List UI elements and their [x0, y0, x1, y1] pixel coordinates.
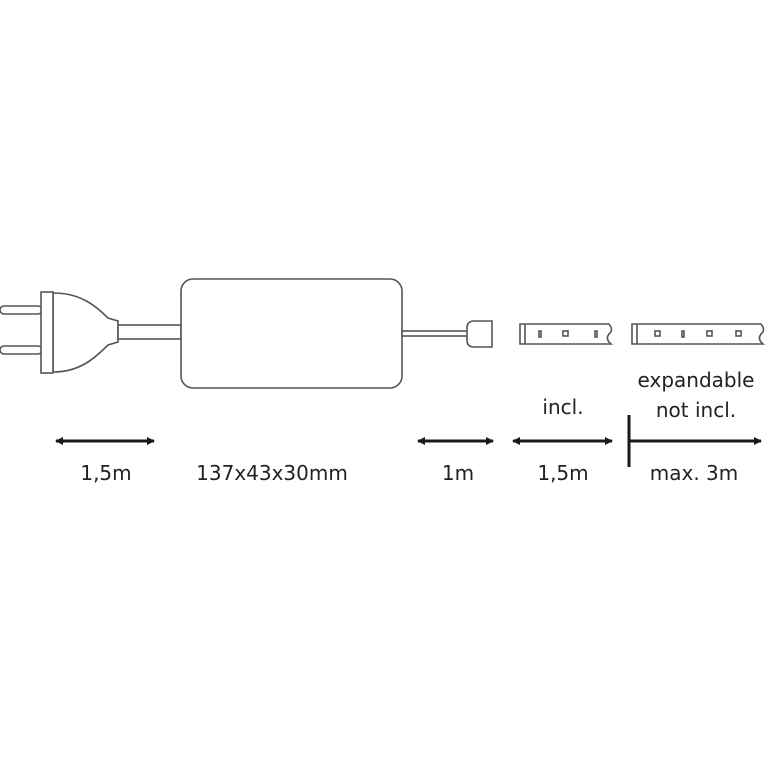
- plug-icon: [0, 291, 119, 374]
- plug-cable: [117, 324, 182, 340]
- connector-cable-length-label: 1m: [441, 461, 475, 485]
- not-included-label: not incl.: [655, 398, 737, 422]
- led-strip-expandable: [631, 323, 766, 345]
- connector-plug: [466, 320, 493, 348]
- plug-cable-length-label: 1,5m: [80, 461, 132, 485]
- expandable-label: expandable: [637, 368, 755, 392]
- led-strip-included: [519, 323, 614, 345]
- driver-dimensions-label: 137x43x30mm: [196, 461, 348, 485]
- expandable-max-length-label: max. 3m: [649, 461, 739, 485]
- driver-box: [180, 278, 403, 389]
- strip-included-length-label: 1,5m: [537, 461, 589, 485]
- connector-cable: [401, 330, 469, 337]
- strip-included-status-label: incl.: [542, 395, 584, 419]
